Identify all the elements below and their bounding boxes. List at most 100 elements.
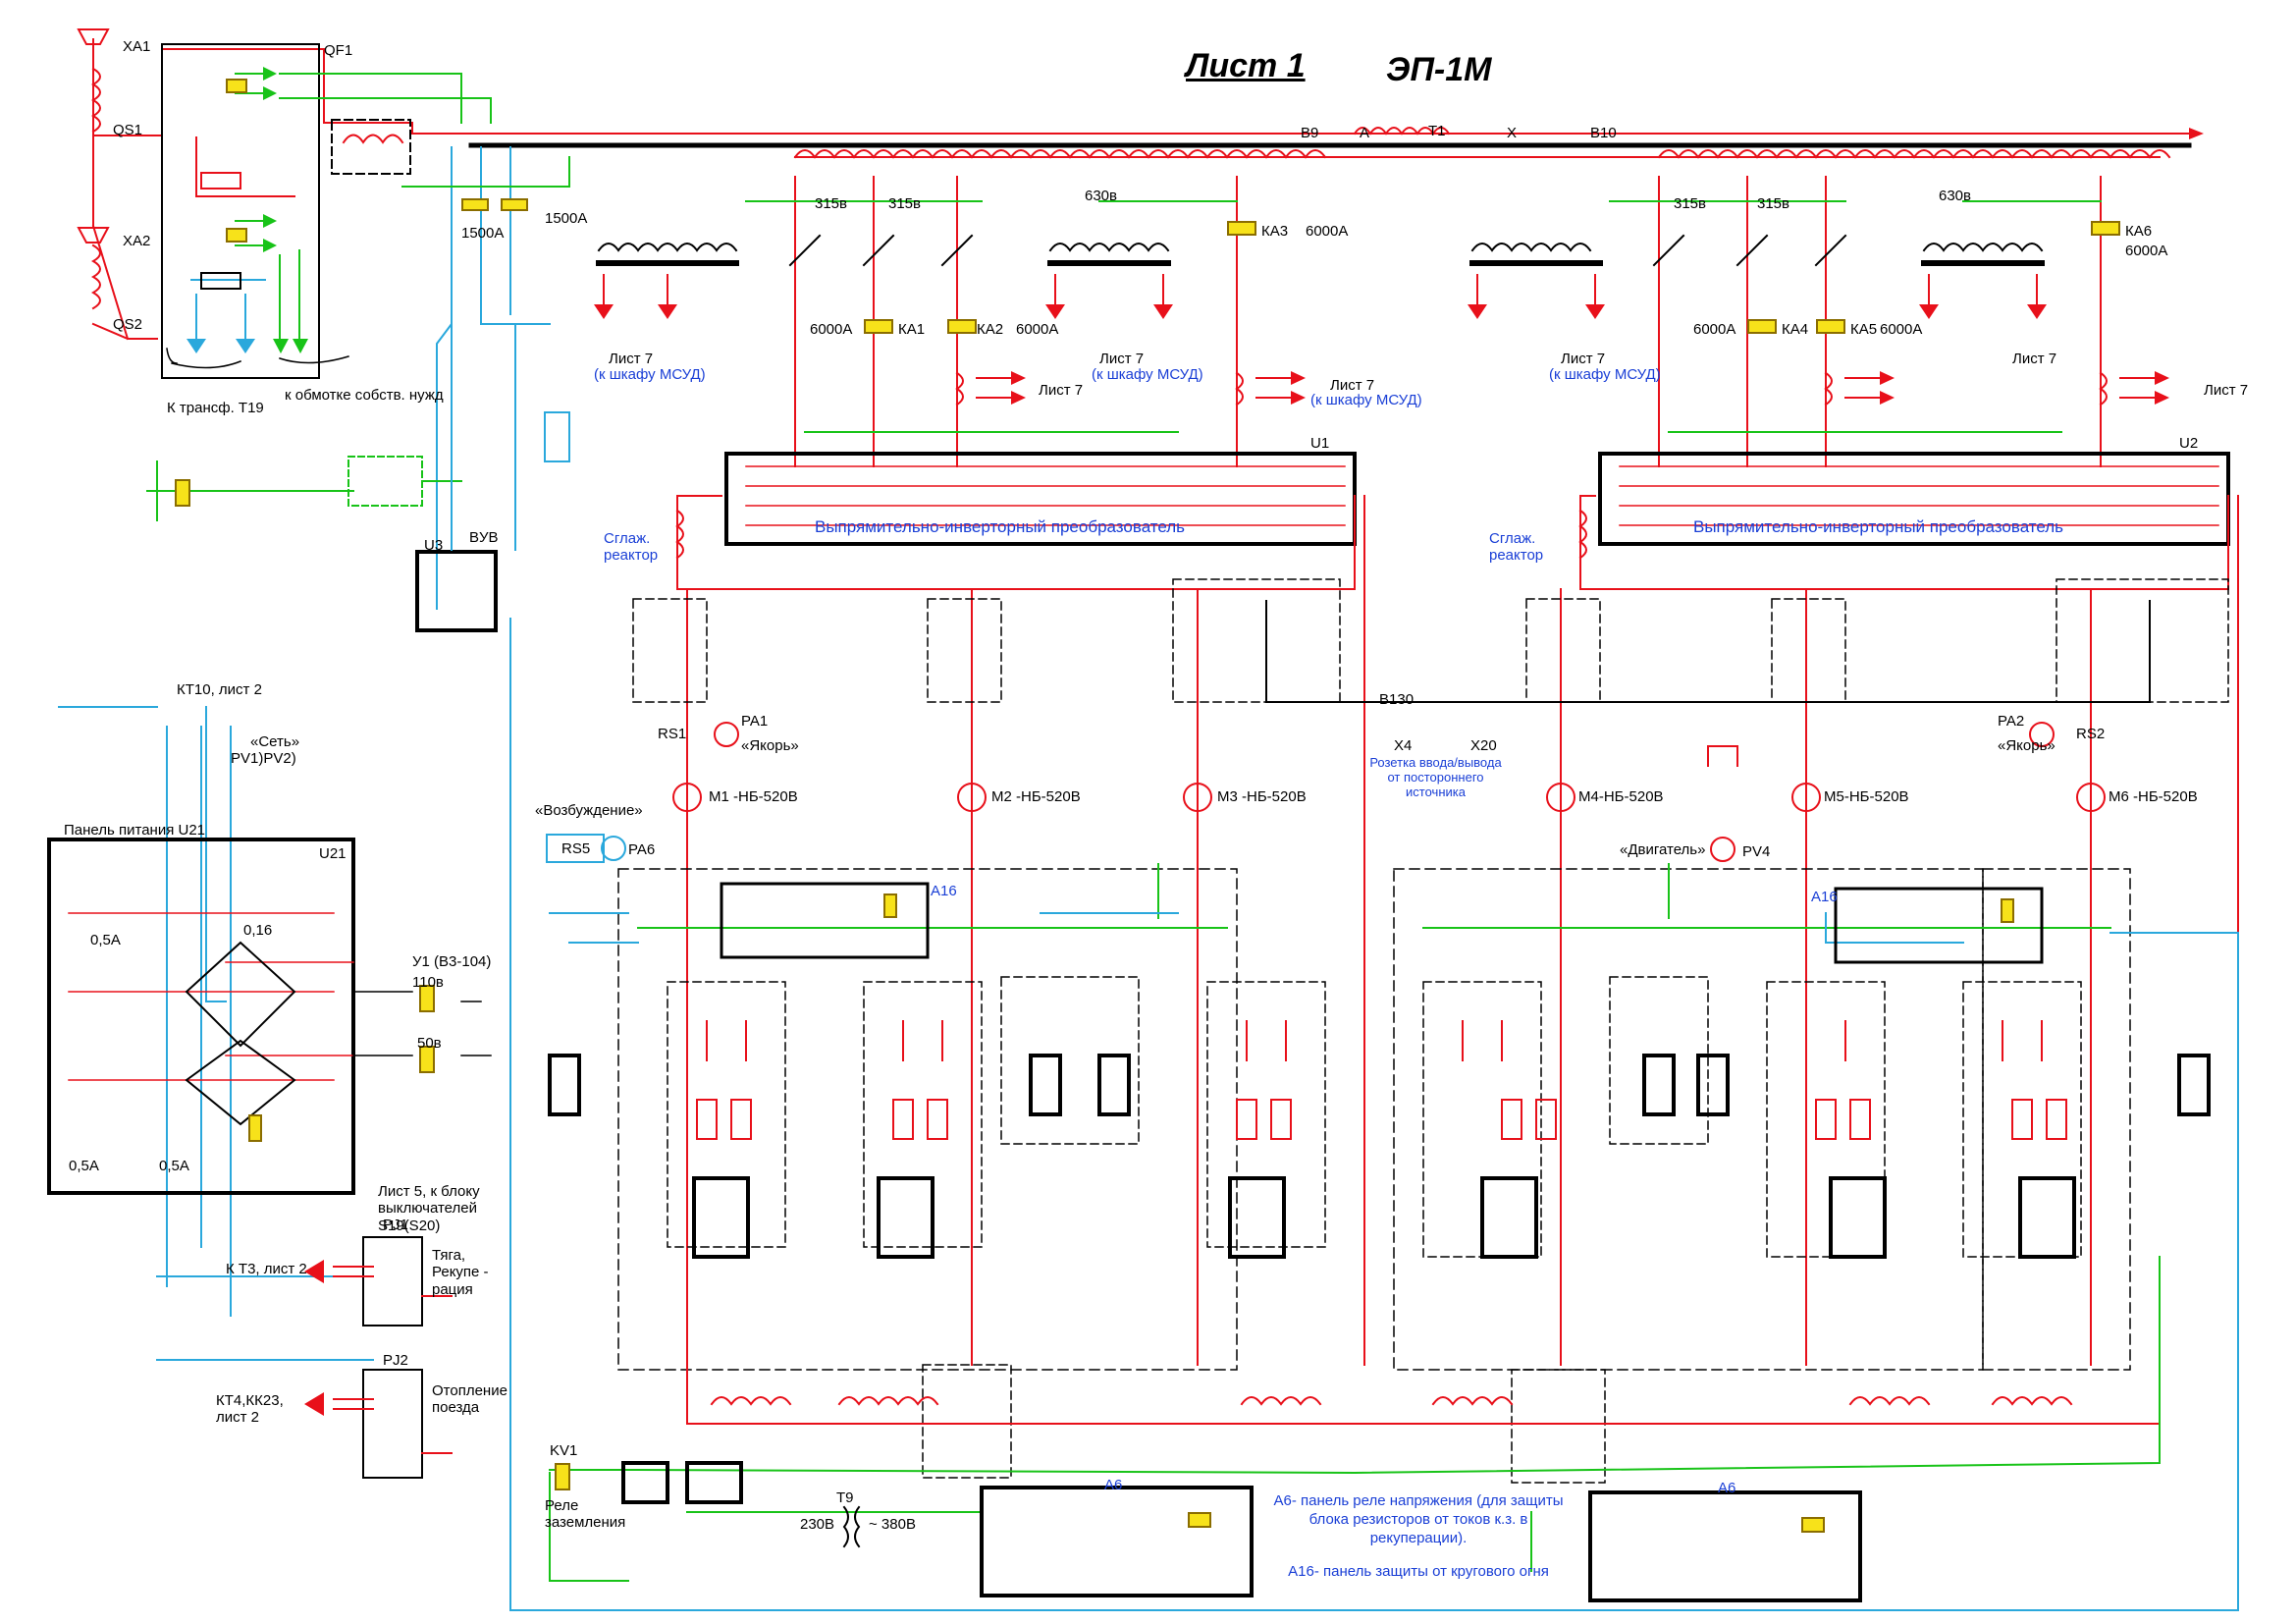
shunt-rs1-label: RS1 [658, 726, 687, 742]
locomotive-model: ЭП-1М [1386, 51, 1492, 88]
sheet7-ref-g: Лист 7 [2204, 382, 2249, 399]
smoothing-reactor-left: Сглаж. реактор [604, 530, 659, 565]
sheet7-ref-f: Лист 7 [2012, 351, 2057, 367]
relay-ka11-coil [461, 198, 489, 211]
sheet7-ref-d: Лист 7 [1330, 377, 1375, 394]
relay-ua3-coil [226, 228, 247, 243]
ground-relay-caption: Реле заземления [545, 1497, 626, 1532]
converter-u1-caption: Выпрямительно-инверторный преобразовател… [815, 517, 1186, 536]
excitation-label: «Возбуждение» [535, 802, 643, 819]
relay-k2-coil [226, 79, 247, 93]
power-panel-title: Панель питания U21 [64, 822, 206, 839]
ground-relay-kv1-label: KV1 [550, 1442, 578, 1459]
kt4-ref: КТ4,КК23, лист 2 [216, 1392, 284, 1427]
voltmeter-pv4-label: PV4 [1742, 843, 1771, 860]
motor-m4-label: М4-НБ-520В [1578, 788, 1664, 805]
panel-a16-right-label: А16 [1811, 889, 1838, 905]
relay-ka2-coil [947, 319, 977, 334]
socket-x4-label: Х4 [1394, 737, 1413, 754]
kt3-ref: К Т3, лист 2 [226, 1261, 307, 1277]
network-label: «Сеть» [250, 733, 300, 750]
current-1500a-1: 1500А [461, 225, 505, 242]
relay-ka1-current: 6000А [810, 321, 853, 338]
relay-ka5-current: 6000А [1880, 321, 1923, 338]
winding-630-2: 630в [1939, 188, 1971, 204]
sheet7-ref-e-sub: (к шкафу МСУД) [1549, 366, 1661, 383]
voltmeter-pv4-caption: «Двигатель» [1620, 841, 1706, 858]
relay-ka12-coil [501, 198, 528, 211]
winding-315-3: 315в [1674, 195, 1706, 212]
ammeter-pa1-caption: «Якорь» [741, 737, 799, 754]
relay-ka5-label: КА5 [1850, 321, 1878, 338]
relay-ka3-coil [1227, 221, 1256, 236]
relay-ka2-current: 6000А [1016, 321, 1059, 338]
switch-qs2-label: QS2 [113, 316, 143, 333]
voltage-50v: 50в [417, 1035, 442, 1052]
relay-kv02-a6-coil [1801, 1517, 1825, 1533]
relay-ka6-label: КА6 [2125, 223, 2153, 240]
relay-ka3-current: 6000А [1306, 223, 1349, 240]
voltage-230v: 230В [800, 1516, 835, 1533]
relay-ka4-label: КА4 [1782, 321, 1809, 338]
transformer-t1-label: Т1 [1428, 123, 1446, 139]
panel-a6-left-label: А6 [1104, 1477, 1123, 1493]
connector-pj1-desc: Тяга, Рекупе - рация [432, 1247, 489, 1298]
power-panel-u21: U21 [319, 845, 347, 862]
connector-pj2-label: PJ2 [383, 1352, 408, 1369]
bvb-label: BУВ [469, 529, 499, 546]
shunt-rs2-label: RS2 [2076, 726, 2106, 742]
relay-kv1-ground-coil [555, 1463, 570, 1490]
unit-u3-label: U3 [424, 537, 444, 554]
transformer-t9-label: Т9 [836, 1489, 854, 1506]
connector-pj1-label: PJ1 [383, 1217, 408, 1233]
winding-a-label: А [1360, 125, 1370, 141]
relay-ka5-coil [1816, 319, 1845, 334]
smoothing-reactor-right: Сглаж. реактор [1489, 530, 1544, 565]
relay-ka6-coil [2091, 221, 2120, 236]
converter-u2-label: U2 [2179, 435, 2199, 452]
transformer-t19-ref: К трансф. Т19 [167, 400, 264, 416]
note-a16-description: А16- панель защиты от кругового огня [1288, 1563, 1549, 1580]
switch-qs1-label: QS1 [113, 122, 143, 138]
fuse-f3-rating: 0,16 [243, 922, 273, 939]
converter-u2-caption: Выпрямительно-инверторный преобразовател… [1693, 517, 2064, 536]
bus-b130-label: В130 [1379, 691, 1415, 708]
motor-m3-label: М3 -НБ-520В [1217, 788, 1307, 805]
coil-110v [419, 985, 435, 1012]
sheet5-ref: Лист 5, к блоку выключателей S19(S20) [378, 1183, 480, 1234]
sheet7-ref-b-sub: (к шкафу МСУД) [1092, 366, 1203, 383]
converter-u1-label: U1 [1310, 435, 1330, 452]
relay-ka6-current: 6000А [2125, 243, 2168, 259]
voltage-110v: 110в [412, 974, 444, 991]
bus-b9-label: В9 [1301, 125, 1319, 141]
bus-b10-label: В10 [1590, 125, 1617, 141]
motor-m5-label: М5-НБ-520В [1824, 788, 1909, 805]
sheet7-ref-e: Лист 7 [1561, 351, 1606, 367]
winding-315-2: 315в [888, 195, 921, 212]
kt10-ref: КТ10, лист 2 [177, 681, 262, 698]
note-a6-description: А6- панель реле напряжения (для защиты б… [1273, 1492, 1564, 1546]
fuse-f2-rating: 0,5А [159, 1158, 189, 1174]
panel-a6-right-label: А6 [1718, 1480, 1736, 1496]
unit-u1-block-label: У1 (В3-104) [412, 953, 492, 970]
relay-ka4-coil [1747, 319, 1777, 334]
relay-kv3-coil [175, 479, 190, 507]
ammeter-pa6-label: PA6 [628, 841, 656, 858]
motor-m2-label: М2 -НБ-520В [991, 788, 1081, 805]
relay-ka1-label: КА1 [898, 321, 926, 338]
relay-kv1-panel-coil [248, 1114, 262, 1142]
relay-ka1-coil [864, 319, 893, 334]
sheet7-ref-d-sub: (к шкафу МСУД) [1310, 392, 1422, 408]
shunt-rs5-label: RS5 [561, 840, 591, 857]
breaker-qf1-label: QF1 [324, 42, 353, 59]
coil-50v [419, 1046, 435, 1073]
relay-kv01-coil [883, 893, 897, 918]
sheet7-ref-b: Лист 7 [1099, 351, 1145, 367]
motor-m1-label: М1 -НБ-520В [709, 788, 798, 805]
pv-label: PV1)PV2) [231, 750, 296, 767]
pantograph-xa2-label: ХА2 [123, 233, 151, 249]
relay-ka3-label: КА3 [1261, 223, 1289, 240]
motor-m6-label: М6 -НБ-520В [2109, 788, 2198, 805]
